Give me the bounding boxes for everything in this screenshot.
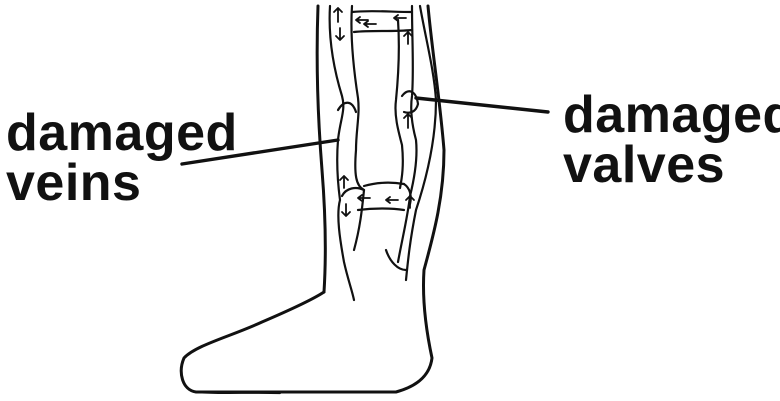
left-vein-outer bbox=[330, 6, 354, 300]
right-valve-bulge bbox=[402, 91, 418, 112]
left-vein-inner bbox=[351, 6, 364, 250]
label-damaged-veins-line2: veins bbox=[6, 158, 238, 208]
label-damaged-valves-line1: damaged bbox=[563, 90, 780, 140]
lower-right-valve bbox=[386, 250, 406, 270]
label-damaged-veins-line1: damaged bbox=[6, 108, 238, 158]
top-connector bbox=[352, 11, 412, 32]
lower-connector bbox=[358, 183, 404, 210]
label-damaged-valves-line2: valves bbox=[563, 140, 780, 190]
right-vein-inner bbox=[395, 20, 402, 188]
foot-detail bbox=[196, 392, 280, 393]
left-valve-bulge bbox=[338, 103, 356, 112]
label-damaged-valves: damaged valves bbox=[563, 90, 780, 190]
leg-outline-left bbox=[317, 6, 325, 292]
label-damaged-veins: damaged veins bbox=[6, 108, 238, 208]
